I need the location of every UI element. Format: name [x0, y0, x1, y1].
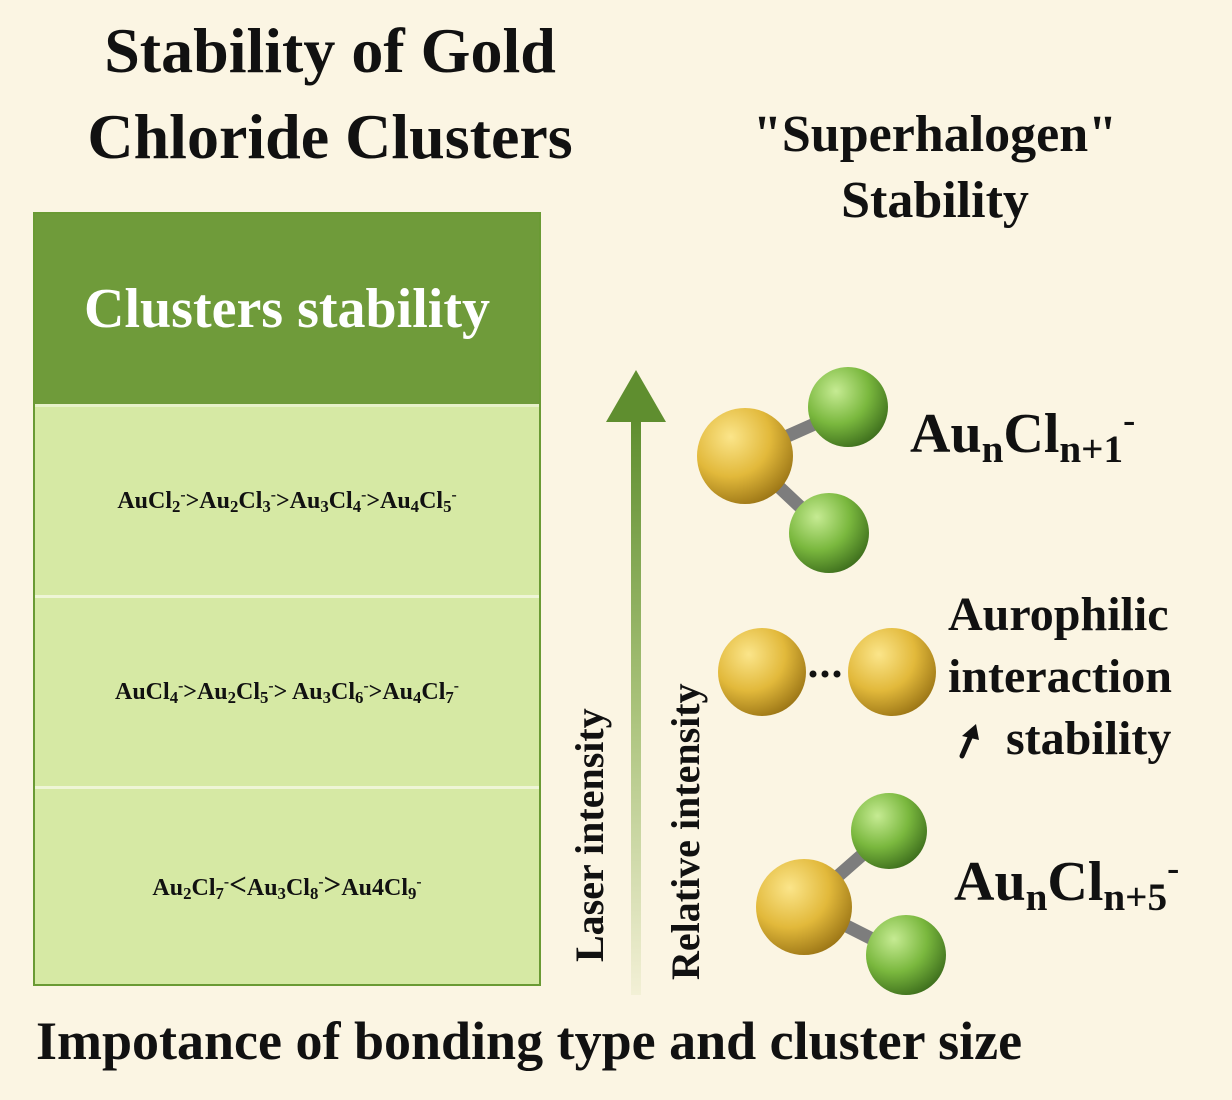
aurophilic-text: Aurophilic interaction stability [948, 584, 1172, 770]
gold-atom [718, 628, 806, 716]
relative-intensity-label: Relative intensity [663, 683, 708, 980]
formula-aun-cln5: AunCln+5- [954, 847, 1180, 919]
main-title: Stability of Gold Chloride Clusters [30, 8, 630, 180]
formula-aun-cln1: AunCln+1- [910, 399, 1136, 471]
laser-intensity-label: Laser intensity [567, 708, 612, 962]
chlorine-atom [851, 793, 927, 869]
molecule-aun-cln1 [697, 367, 888, 573]
table-header: Clusters stability [35, 214, 539, 407]
table-row-1: AuCl2->Au2Cl3->Au3Cl4->Au4Cl5- [35, 407, 539, 598]
gold-atom [848, 628, 936, 716]
table-row-2: AuCl4->Au2Cl5-> Au3Cl6->Au4Cl7- [35, 598, 539, 789]
superhalogen-line1: "Superhalogen" [752, 106, 1118, 163]
chlorine-atom [808, 367, 888, 447]
gold-atom [756, 859, 852, 955]
gold-atom [697, 408, 793, 504]
aurophilic-line1: Aurophilic [948, 588, 1169, 641]
stability-sequence-2: AuCl4->Au2Cl5-> Au3Cl6->Au4Cl7- [115, 676, 459, 707]
chlorine-atom [866, 915, 946, 995]
stability-sequence-3: Au2Cl7-<Au3Cl8->Au4Cl9- [152, 866, 422, 903]
molecule-aun-cln5 [756, 793, 946, 995]
superhalogen-title: "Superhalogen" Stability [700, 102, 1170, 234]
superhalogen-line2: Stability [841, 172, 1029, 229]
aurophilic-line2: interaction [948, 650, 1172, 703]
increase-arrow-icon [959, 724, 979, 759]
intensity-arrow [606, 370, 666, 995]
aurophilic-line3: stability [1006, 712, 1172, 765]
table-row-3: Au2Cl7-<Au3Cl8->Au4Cl9- [35, 789, 539, 980]
aurophilic-pair [718, 628, 936, 716]
main-title-line1: Stability of Gold [104, 15, 556, 86]
main-title-line2: Chloride Clusters [87, 101, 573, 172]
stability-sequence-1: AuCl2->Au2Cl3->Au3Cl4->Au4Cl5- [117, 485, 457, 516]
stability-table: Clusters stability AuCl2->Au2Cl3->Au3Cl4… [33, 212, 541, 986]
footer-caption: Impotance of bonding type and cluster si… [36, 1011, 1023, 1071]
chlorine-atom [789, 493, 869, 573]
